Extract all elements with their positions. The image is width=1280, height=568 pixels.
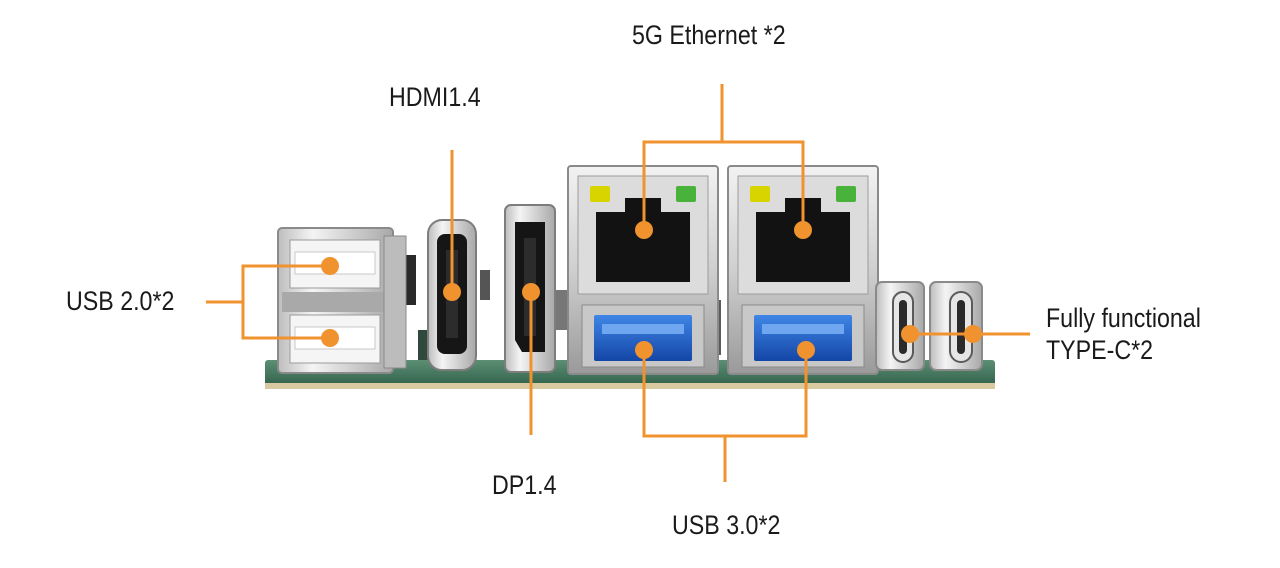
callout-usb2 [206,264,330,340]
eth-led-yellow-2 [750,186,770,202]
usb2-stack-connector [277,227,407,374]
eth-led-yellow-1 [590,186,610,202]
label-typec: Fully functional TYPE-C*2 [1046,302,1201,366]
label-ethernet: 5G Ethernet *2 [632,20,786,50]
callout-dots [321,221,982,359]
eth-led-green-1 [676,186,696,202]
callout-usb3 [642,350,808,482]
label-usb2: USB 2.0*2 [66,286,175,316]
typec-connector-2 [929,281,983,371]
pcb-edge [265,383,995,389]
label-typec-line2: TYPE-C*2 [1046,335,1154,365]
label-hdmi: HDMI1.4 [389,82,481,112]
typec-connector-1 [875,281,925,371]
callout-ethernet [642,84,805,230]
label-dp: DP1.4 [492,470,557,500]
label-typec-line1: Fully functional [1046,303,1201,333]
eth-led-green-2 [836,186,856,202]
label-usb3: USB 3.0*2 [672,510,781,540]
callout-lines [206,84,1030,482]
